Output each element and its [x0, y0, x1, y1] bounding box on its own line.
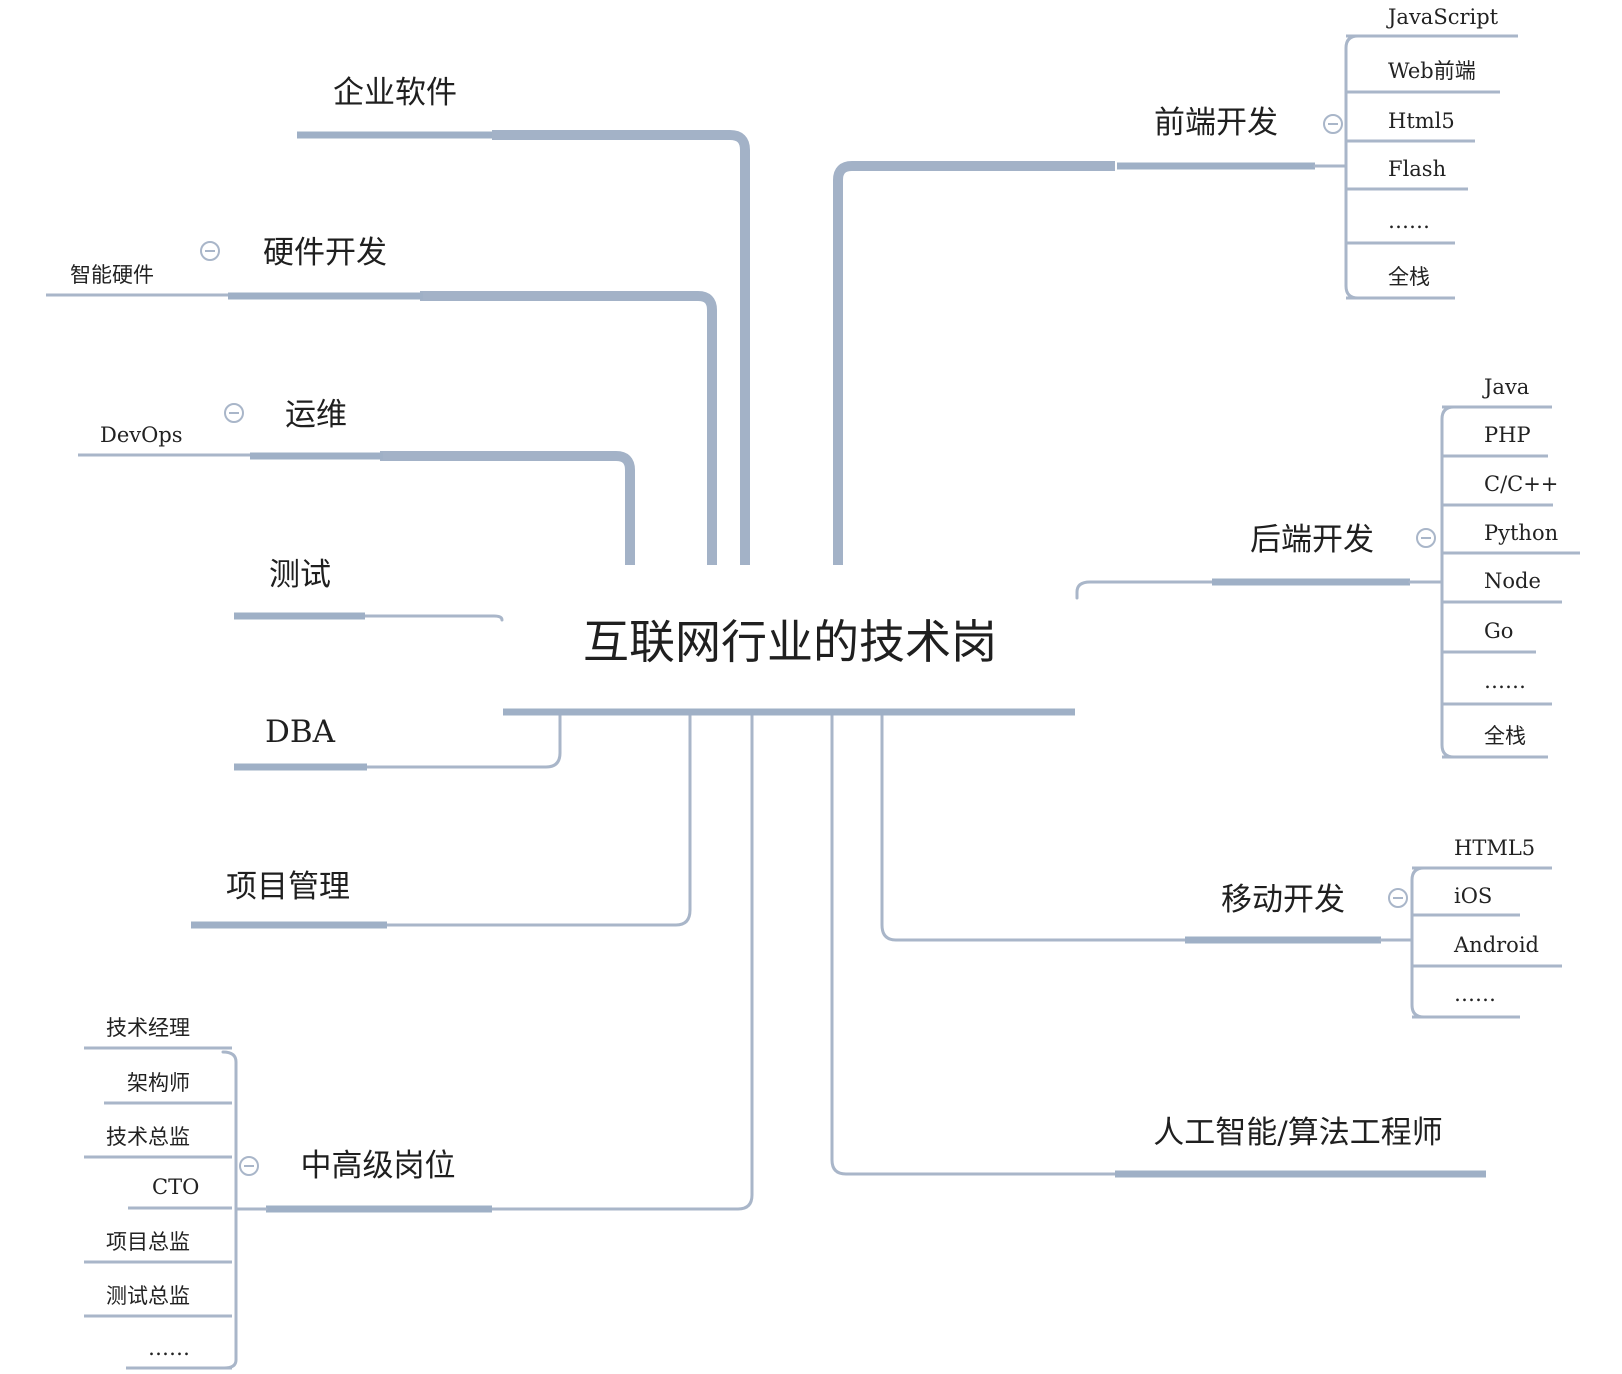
subtopic-tech-manager[interactable]: 技术经理 — [106, 1016, 190, 1040]
root-title: 互联网行业的技术岗 — [583, 615, 997, 669]
subtopic-c-cpp[interactable]: C/C++ — [1484, 472, 1558, 496]
topic-testing[interactable]: 测试 — [234, 557, 365, 620]
root-topic[interactable]: 互联网行业的技术岗 — [503, 615, 1075, 716]
subtopic-ellipsis[interactable]: …… — [1454, 982, 1496, 1006]
topic-enterprise-label: 企业软件 — [333, 75, 457, 111]
subtopic-go[interactable]: Go — [1484, 619, 1513, 643]
topic-backend[interactable]: 后端开发 Java PHP C/C++ Python Node Go …… 全栈 — [1212, 375, 1580, 759]
subtopic-html5[interactable]: Html5 — [1388, 109, 1455, 133]
connector-backend — [1075, 580, 1214, 600]
subtopic-devops[interactable]: DevOps — [100, 423, 183, 447]
subtopic-web-frontend[interactable]: Web前端 — [1388, 59, 1476, 83]
connectors — [363, 130, 1214, 1211]
subtopic-php[interactable]: PHP — [1484, 423, 1531, 447]
subtopic-android[interactable]: Android — [1453, 933, 1539, 957]
subtopic-ellipsis[interactable]: …… — [1388, 209, 1430, 233]
subtopic-project-director[interactable]: 项目总监 — [106, 1230, 190, 1254]
topic-frontend[interactable]: 前端开发 JavaScript Web前端 Html5 Flash …… 全栈 — [1117, 5, 1518, 300]
topic-ops[interactable]: 运维 DevOps — [78, 397, 383, 460]
collapse-toggle-icon[interactable] — [224, 403, 244, 423]
topic-testing-label: 测试 — [269, 557, 331, 593]
topic-mobile-label: 移动开发 — [1221, 882, 1345, 918]
connector-hardware — [420, 291, 717, 565]
subtopic-bracket — [221, 1050, 268, 1370]
topic-frontend-label: 前端开发 — [1154, 105, 1278, 141]
subtopic-cto[interactable]: CTO — [152, 1175, 199, 1199]
subtopic-bracket — [1313, 34, 1360, 300]
subtopic-flash[interactable]: Flash — [1388, 157, 1446, 181]
collapse-toggle-icon[interactable] — [239, 1156, 259, 1176]
topic-dba[interactable]: DBA — [234, 714, 367, 771]
topic-senior[interactable]: 中高级岗位 技术经理 架构师 技术总监 CTO 项目总监 测试总监 …… — [84, 1016, 492, 1370]
topic-backend-label: 后端开发 — [1250, 522, 1374, 558]
collapse-toggle-icon[interactable] — [200, 241, 220, 261]
subtopic-fullstack[interactable]: 全栈 — [1388, 265, 1430, 289]
topic-hardware[interactable]: 硬件开发 智能硬件 — [46, 235, 423, 300]
connector-ai — [830, 710, 1117, 1176]
topic-pm-label: 项目管理 — [226, 869, 350, 905]
topic-dba-label: DBA — [265, 714, 336, 750]
subtopic-architect[interactable]: 架构师 — [127, 1071, 190, 1095]
subtopic-node[interactable]: Node — [1484, 569, 1541, 593]
topic-ops-label: 运维 — [285, 397, 347, 433]
subtopic-smart-hardware[interactable]: 智能硬件 — [70, 263, 154, 287]
topic-hardware-label: 硬件开发 — [263, 235, 387, 271]
subtopic-ellipsis[interactable]: …… — [148, 1336, 190, 1360]
connector-pm — [383, 710, 692, 927]
subtopic-fullstack[interactable]: 全栈 — [1484, 724, 1526, 748]
connector-senior — [488, 710, 754, 1211]
subtopic-java[interactable]: Java — [1482, 375, 1529, 399]
topic-mobile[interactable]: 移动开发 HTML5 iOS Android …… — [1185, 836, 1562, 1019]
subtopic-ellipsis[interactable]: …… — [1484, 669, 1526, 693]
subtopic-tech-director[interactable]: 技术总监 — [106, 1125, 190, 1149]
connector-ops — [380, 451, 635, 565]
topic-senior-label: 中高级岗位 — [301, 1148, 456, 1184]
connector-dba — [363, 710, 562, 769]
subtopic-ios[interactable]: iOS — [1454, 884, 1492, 908]
topic-enterprise[interactable]: 企业软件 — [297, 75, 492, 139]
collapse-toggle-icon[interactable] — [1388, 888, 1408, 908]
subtopic-javascript[interactable]: JavaScript — [1386, 5, 1499, 29]
connector-testing — [363, 614, 504, 622]
topic-ai[interactable]: 人工智能/算法工程师 — [1115, 1115, 1486, 1178]
collapse-toggle-icon[interactable] — [1323, 114, 1343, 134]
connector-frontend — [833, 161, 1115, 565]
topic-ai-label: 人工智能/算法工程师 — [1153, 1115, 1442, 1151]
connector-mobile — [880, 710, 1187, 942]
connector-enterprise — [492, 130, 750, 565]
subtopic-python[interactable]: Python — [1484, 521, 1558, 545]
subtopic-html5-mobile[interactable]: HTML5 — [1454, 836, 1535, 860]
topic-pm[interactable]: 项目管理 — [191, 869, 387, 929]
subtopic-test-director[interactable]: 测试总监 — [106, 1284, 190, 1308]
collapse-toggle-icon[interactable] — [1416, 528, 1436, 548]
